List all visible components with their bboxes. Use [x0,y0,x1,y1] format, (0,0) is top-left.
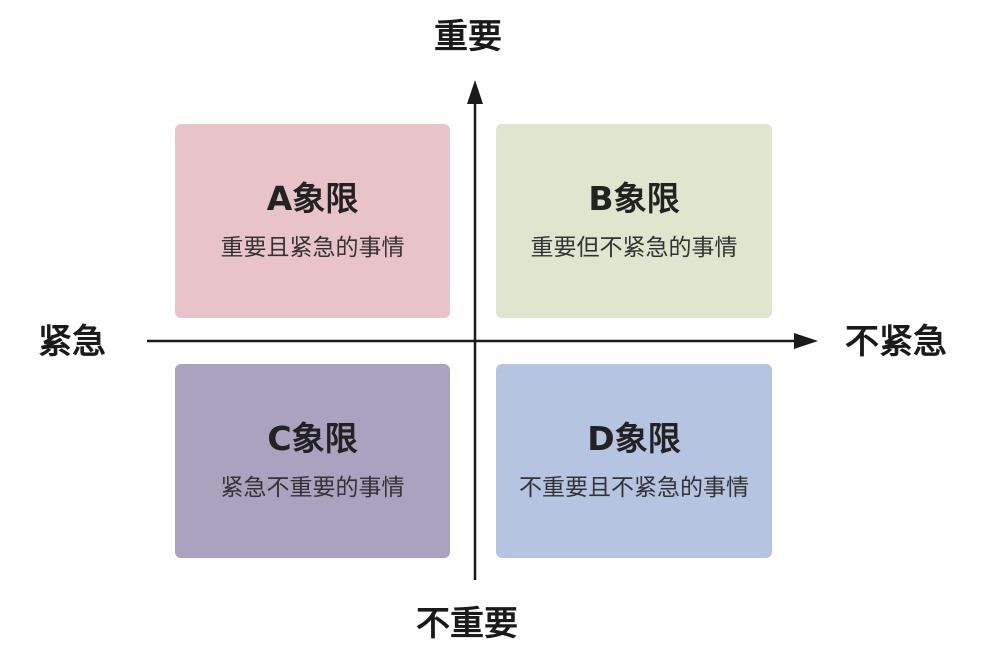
quadrant-d: D象限 不重要且不紧急的事情 [496,364,772,558]
up-arrow-icon [467,80,483,104]
quadrant-a: A象限 重要且紧急的事情 [175,124,450,318]
axis-label-right: 不紧急 [845,322,947,362]
quadrant-d-title: D象限 [587,419,681,458]
quadrant-b: B象限 重要但不紧急的事情 [496,124,772,318]
right-arrow-icon [794,333,818,349]
quadrant-c-title: C象限 [267,419,358,458]
axis-label-bottom: 不重要 [416,604,518,644]
quadrant-a-description: 重要且紧急的事情 [220,235,405,261]
quadrant-a-title: A象限 [266,179,359,218]
quadrant-b-title: B象限 [588,179,680,218]
quadrant-c-description: 紧急不重要的事情 [220,475,405,501]
axis-label-top: 重要 [434,17,502,57]
axis-label-left: 紧急 [38,322,106,362]
quadrant-c: C象限 紧急不重要的事情 [175,364,450,558]
quadrant-d-description: 不重要且不紧急的事情 [519,475,749,501]
quadrant-b-description: 重要但不紧急的事情 [530,235,738,261]
